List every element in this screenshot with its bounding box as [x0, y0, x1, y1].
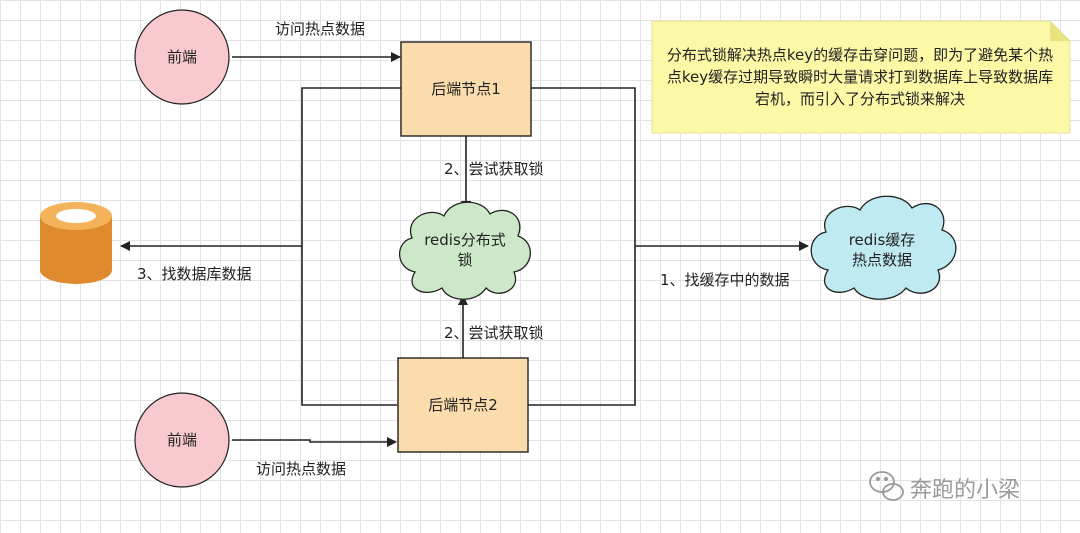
watermark: 奔跑的小梁: [910, 472, 1020, 504]
note-text-content: 分布式锁解决热点key的缓存击穿问题，即为了避免某个热点key缓存过期导致瞬时大…: [666, 46, 1054, 108]
edge-label-access-hot-bottom: 访问热点数据: [256, 460, 347, 478]
note-background: [651, 20, 1071, 134]
backend-node-2-label: 后端节点2: [428, 396, 498, 414]
note-fold-corner: [1050, 21, 1070, 41]
redis-cache-cloud: [810, 195, 957, 300]
edge-label-access-hot-top: 访问热点数据: [275, 20, 366, 38]
edge-label-try-lock-top: 2、尝试获取锁: [444, 160, 544, 178]
database-icon: [40, 202, 112, 284]
edge-label-find-cache: 1、找缓存中的数据: [660, 271, 790, 289]
note-text: 分布式锁解决热点key的缓存击穿问题，即为了避免某个热点key缓存过期导致瞬时大…: [650, 20, 1070, 134]
wechat-icon: [869, 471, 904, 501]
redis-lock-label: redis分布式 锁: [424, 231, 506, 269]
edge-backends-to-cache: [528, 87, 636, 406]
backend-node-2-box: [397, 357, 529, 453]
redis-cache-label: redis缓存 热点数据: [848, 231, 916, 269]
watermark-text: 奔跑的小梁: [910, 478, 1021, 503]
frontend-top-node: [134, 9, 230, 105]
frontend-top-label: 前端: [166, 48, 197, 66]
backend-node-1-box: [400, 41, 532, 137]
edge-backends-to-database: [301, 87, 401, 406]
edge-label-find-db: 3、找数据库数据: [137, 265, 252, 283]
frontend-bottom-node: [134, 392, 230, 488]
frontend-bottom-label: 前端: [166, 431, 197, 449]
edge-label-try-lock-bottom: 2、尝试获取锁: [444, 324, 544, 342]
backend-node-1-label: 后端节点1: [431, 80, 501, 98]
redis-lock-cloud: [398, 201, 531, 300]
edge-frontend-bottom-to-backend-2: [232, 437, 397, 447]
